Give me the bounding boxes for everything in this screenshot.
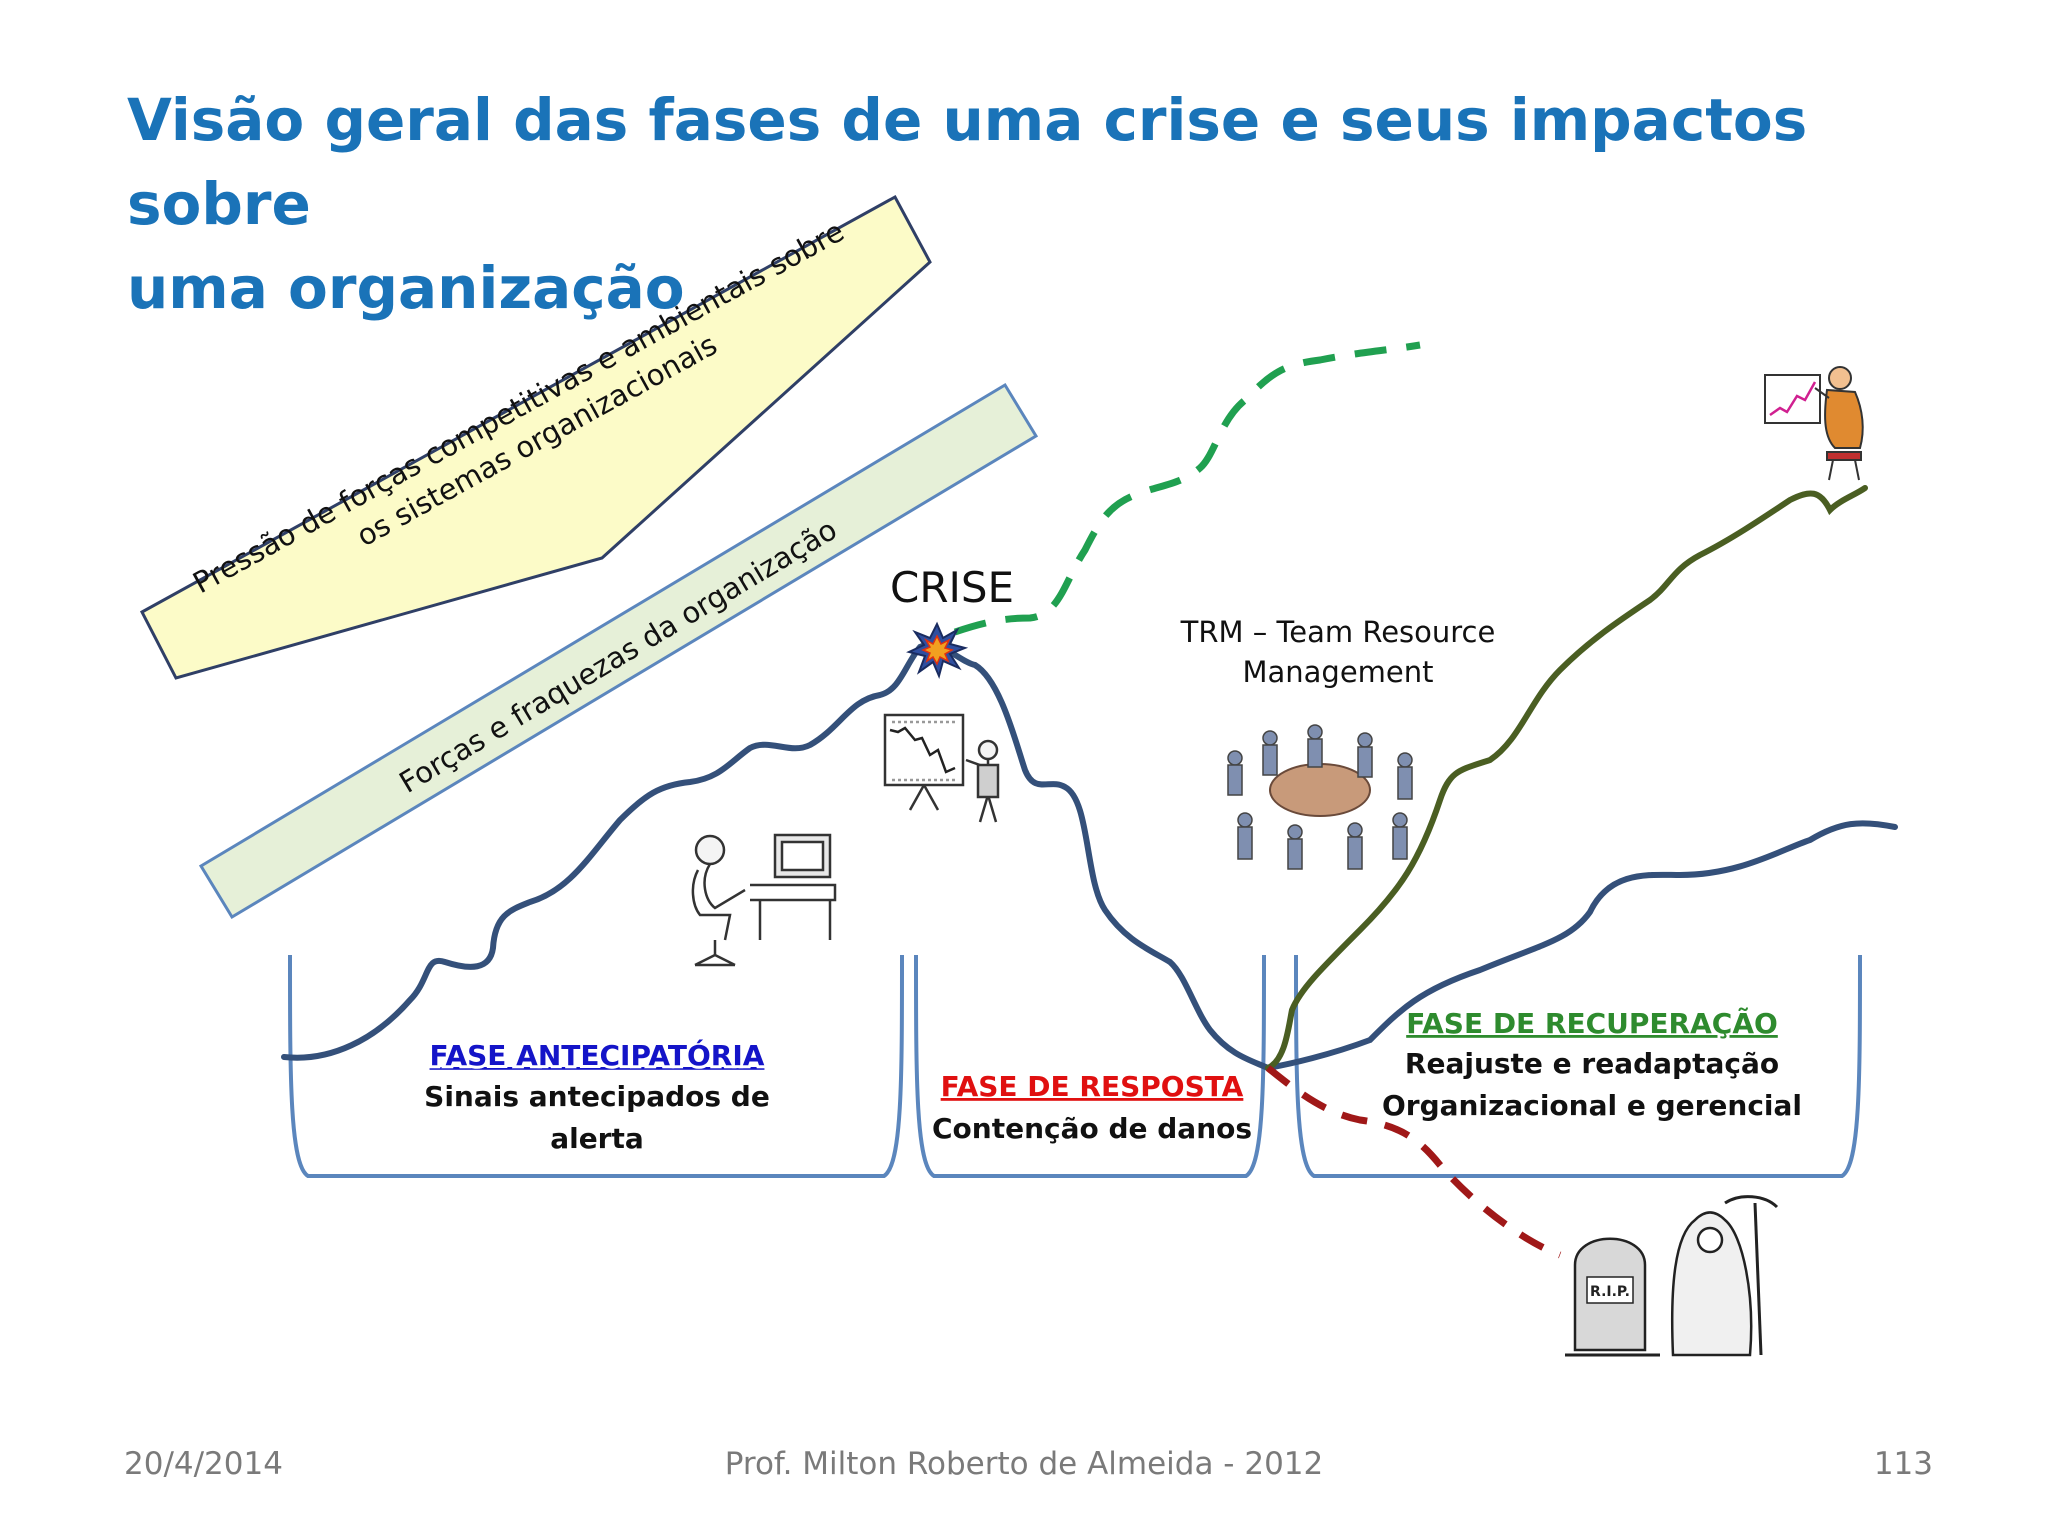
pressure-banner: Pressão de forças competitivas e ambient… [139, 194, 932, 680]
bracket-response [914, 954, 1266, 1178]
title-line-2: uma organização [127, 254, 685, 322]
rising-chart-presenter-icon [1764, 366, 1864, 481]
presenter-chart-icon [883, 713, 1000, 823]
tombstone-text: R.I.P. [1590, 1284, 1630, 1300]
bracket-anticipatory [288, 954, 904, 1178]
phase-anticipatory-line-1: Sinais antecipados de [424, 1080, 770, 1113]
footer-page-number: 113 [1873, 1446, 1933, 1482]
phase-response-title: FASE DE RESPOSTA [941, 1070, 1244, 1103]
office-worker-icon [691, 833, 837, 967]
trm-label-line-1: TRM – Team Resource [1180, 615, 1496, 649]
slide-title: Visão geral das fases de uma crise e seu… [127, 78, 1927, 330]
decline-curve [1265, 1065, 1562, 1259]
phase-recovery-title: FASE DE RECUPERAÇÃO [1406, 1006, 1778, 1040]
crisis-label: CRISE [890, 563, 1014, 612]
optimistic-curve [953, 341, 1421, 636]
title-line-1: Visão geral das fases de uma crise e seu… [127, 86, 1808, 238]
phase-recovery-line-2: Organizacional e gerencial [1382, 1089, 1802, 1122]
phase-response-line-1: Contenção de danos [932, 1112, 1252, 1145]
footer-author: Prof. Milton Roberto de Almeida - 2012 [724, 1446, 1324, 1482]
phase-recovery-line-1: Reajuste e readaptação [1405, 1047, 1779, 1080]
phase-anticipatory-title: FASE ANTECIPATÓRIA [430, 1038, 765, 1072]
tombstone-reaper-icon: R.I.P. [1565, 1195, 1779, 1357]
main-performance-curve [281, 642, 1898, 1072]
phase-anticipatory-line-2: alerta [550, 1122, 644, 1155]
crisis-burst-icon [906, 621, 969, 680]
pressure-banner-shape [139, 194, 932, 680]
recovery-curve [1265, 485, 1868, 1071]
trm-label-line-2: Management [1242, 655, 1433, 689]
strength-banner-shape [198, 382, 1039, 920]
team-meeting-icon [1227, 724, 1413, 870]
footer-date: 20/4/2014 [124, 1446, 283, 1482]
